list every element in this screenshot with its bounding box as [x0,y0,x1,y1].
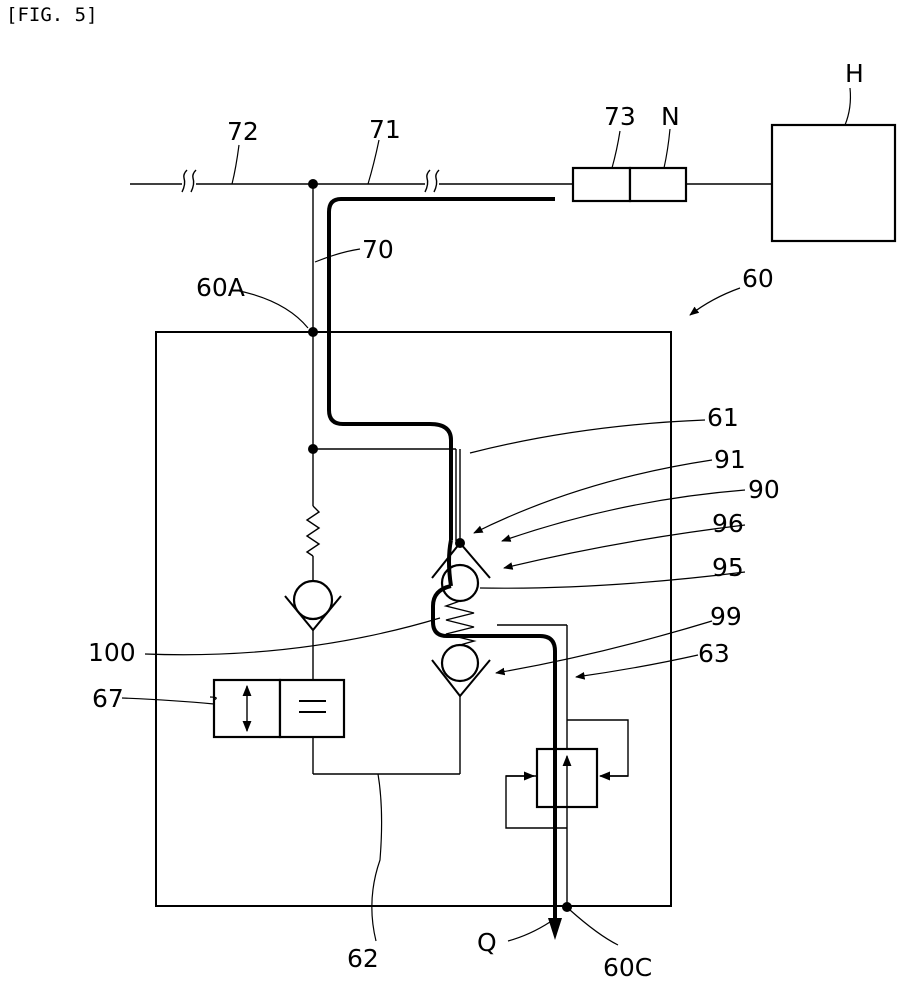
flow-arrow-q [548,918,562,940]
label-70: 70 [362,235,394,264]
label-100: 100 [88,638,136,667]
label-72: 72 [227,117,259,146]
spring-99 [446,601,474,645]
pointer-arrows [474,288,745,677]
label-62: 62 [347,944,379,973]
leader-67 [122,698,214,704]
label-95: 95 [712,553,744,582]
label-91: 91 [714,445,746,474]
check-valve-right [432,645,490,696]
label-73: 73 [604,102,636,131]
label-60: 60 [742,264,774,293]
check-valve-left [285,581,341,630]
label-60c: 60C [603,953,652,982]
label-90: 90 [748,475,780,504]
label-63: 63 [698,639,730,668]
label-71: 71 [369,115,401,144]
control-unit-60-frame [156,332,671,906]
label-60a: 60A [196,273,245,302]
valve-67 [214,680,344,737]
label-96: 96 [712,509,744,538]
component-n-box [630,168,686,201]
label-67: 67 [92,684,124,713]
label-n: N [661,102,680,131]
figure-caption: [FIG. 5] [6,4,98,26]
junction-dot-60a [308,327,318,337]
leader-lines [145,88,850,945]
component-73-box [573,168,630,201]
label-q: Q [477,928,497,957]
label-h: H [845,59,864,88]
label-99: 99 [710,602,742,631]
flow-path-q [329,199,555,925]
spring-left [307,506,319,556]
label-61: 61 [707,403,739,432]
junction-dot-branch [308,444,318,454]
junction-dot-top [308,179,318,189]
component-h-box [772,125,895,241]
pressure-valve [506,749,628,807]
